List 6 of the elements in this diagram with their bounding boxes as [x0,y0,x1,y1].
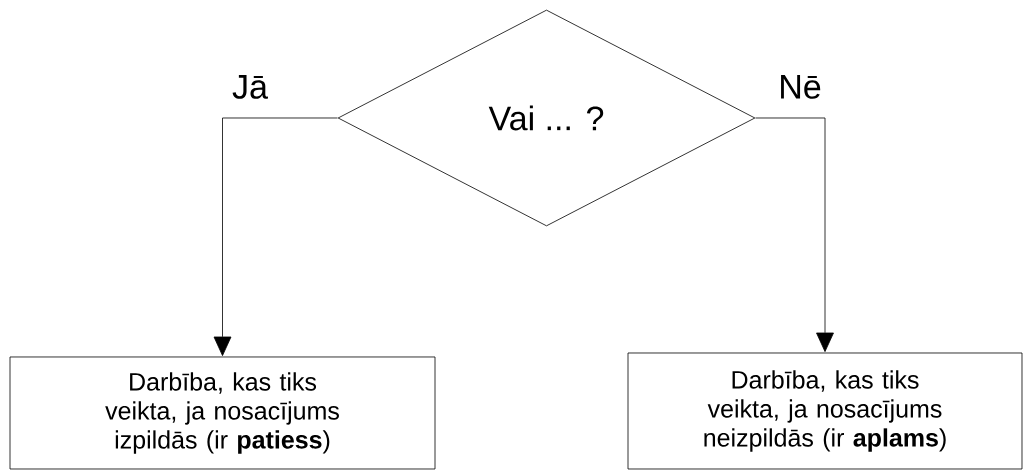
edge-label: Nē [777,74,823,100]
edge-label: Jā [231,74,269,100]
process-box: Darbība, kas tiks veikta, ja nosacījums izpildās (ir patiess) [9,356,436,470]
process-box: Darbība, kas tiks veikta, ja nosacījums neizpildās (ir aplams) [627,352,1023,470]
arrow [213,117,338,356]
arrow [755,117,834,352]
